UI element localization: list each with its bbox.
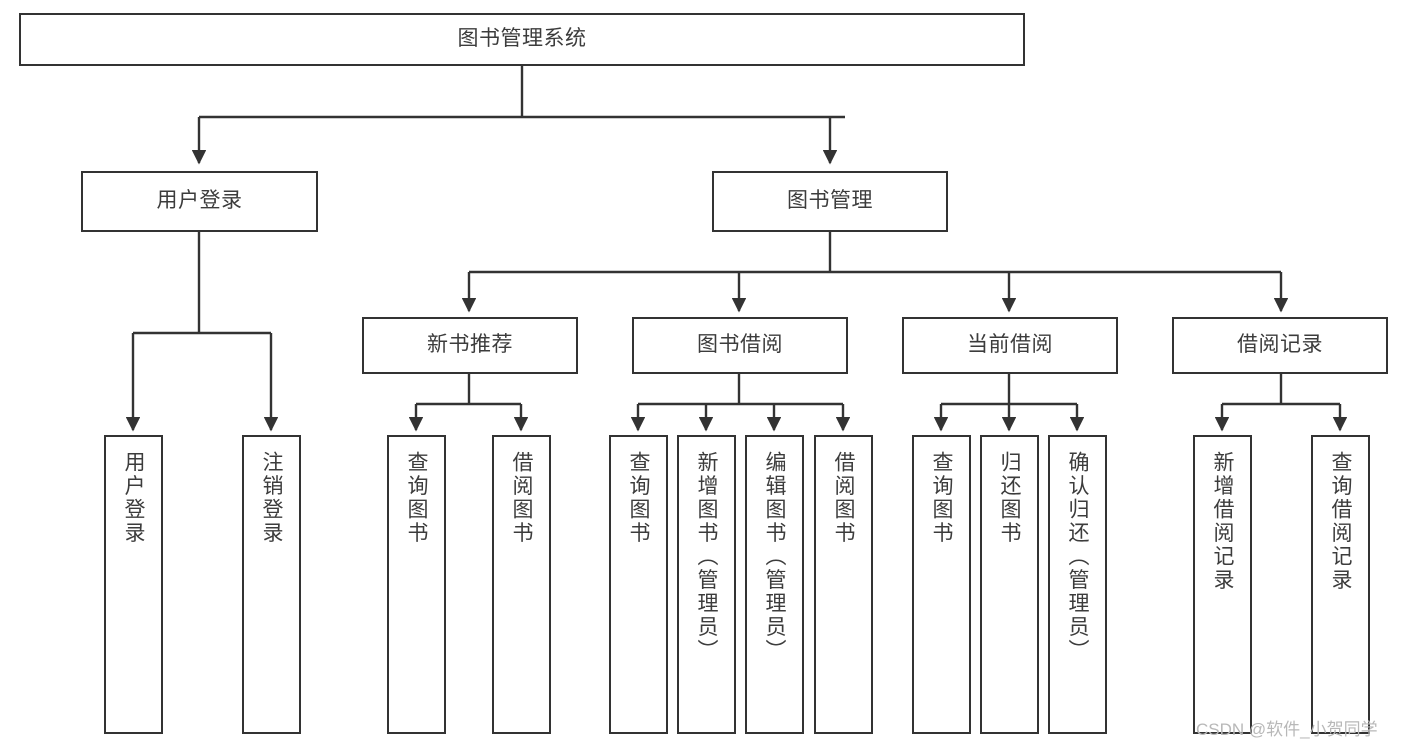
leaf-book-borrow-query-book[interactable]: 查询图书 (609, 435, 668, 734)
leaf-book-borrow-add-book-admin[interactable]: 新增图书（管理员） (677, 435, 736, 734)
leaf-borrow-record-query-record[interactable]: 查询借阅记录 (1311, 435, 1370, 734)
leaf-label: 查询图书 (405, 451, 428, 545)
leaf-current-borrow-return-book[interactable]: 归还图书 (980, 435, 1039, 734)
node-book-management[interactable]: 图书管理 (712, 171, 948, 232)
leaf-label: 归还图书 (998, 451, 1021, 545)
node-label: 用户登录 (156, 189, 243, 213)
leaf-current-borrow-query-book[interactable]: 查询图书 (912, 435, 971, 734)
node-user-login[interactable]: 用户登录 (81, 171, 318, 232)
leaf-label: 查询图书 (627, 451, 650, 545)
leaf-label: 注销登录 (260, 451, 283, 545)
leaf-label: 查询图书 (930, 451, 953, 545)
leaf-label: 查询借阅记录 (1329, 451, 1352, 592)
node-label: 借阅记录 (1237, 333, 1323, 357)
leaf-new-book-borrow-book[interactable]: 借阅图书 (492, 435, 551, 734)
leaf-label: 确认归还（管理员） (1066, 451, 1089, 663)
csdn-watermark: CSDN @软件_小贺同学 (1196, 720, 1378, 739)
leaf-borrow-record-add-record[interactable]: 新增借阅记录 (1193, 435, 1252, 734)
leaf-user-login-logout[interactable]: 注销登录 (242, 435, 301, 734)
leaf-book-borrow-borrow-book[interactable]: 借阅图书 (814, 435, 873, 734)
leaf-label: 新增图书（管理员） (695, 451, 718, 663)
node-label: 图书借阅 (697, 333, 783, 357)
node-label: 当前借阅 (967, 333, 1053, 357)
node-book-borrow[interactable]: 图书借阅 (632, 317, 848, 374)
leaf-current-borrow-confirm-return-admin[interactable]: 确认归还（管理员） (1048, 435, 1107, 734)
node-current-borrow[interactable]: 当前借阅 (902, 317, 1118, 374)
leaf-label: 借阅图书 (832, 451, 855, 545)
leaf-label: 借阅图书 (510, 451, 533, 545)
node-new-book-recommend[interactable]: 新书推荐 (362, 317, 578, 374)
leaf-label: 新增借阅记录 (1211, 451, 1234, 592)
leaf-new-book-query-book[interactable]: 查询图书 (387, 435, 446, 734)
node-root-book-management-system[interactable]: 图书管理系统 (19, 13, 1025, 66)
leaf-label: 编辑图书（管理员） (763, 451, 786, 663)
node-label: 图书管理系统 (457, 27, 587, 51)
node-borrow-record[interactable]: 借阅记录 (1172, 317, 1388, 374)
node-label: 新书推荐 (427, 333, 513, 357)
leaf-label: 用户登录 (122, 451, 145, 545)
leaf-user-login-user-login[interactable]: 用户登录 (104, 435, 163, 734)
node-label: 图书管理 (787, 189, 873, 213)
leaf-book-borrow-edit-book-admin[interactable]: 编辑图书（管理员） (745, 435, 804, 734)
